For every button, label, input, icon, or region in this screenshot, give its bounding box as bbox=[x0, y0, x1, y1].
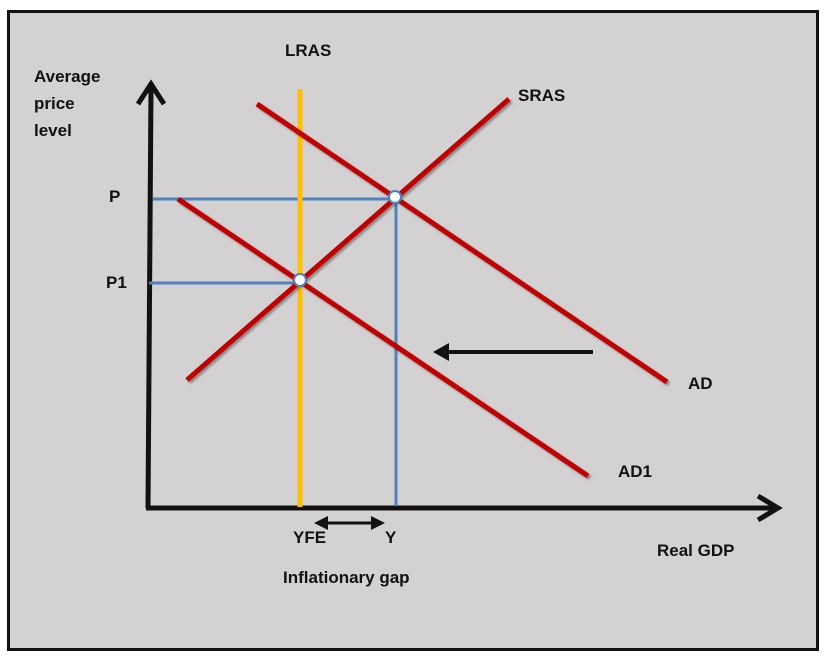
shift-arrowhead bbox=[433, 343, 449, 361]
x-axis-label: Real GDP bbox=[657, 541, 734, 560]
diagram-frame bbox=[7, 10, 819, 651]
yfe-label: YFE bbox=[293, 528, 326, 547]
sras-curve bbox=[185, 97, 511, 382]
gap-arrowhead-right bbox=[371, 516, 385, 530]
equilibrium-point-p1 bbox=[293, 273, 307, 287]
y-axis-label-line-1: Average bbox=[34, 67, 100, 86]
y-axis bbox=[145, 87, 154, 509]
lras-label: LRAS bbox=[285, 41, 331, 60]
y-axis-label-line-2: price bbox=[34, 94, 75, 113]
price-p-label: P bbox=[109, 187, 120, 206]
gap-arrowhead-left bbox=[314, 516, 328, 530]
y-label: Y bbox=[385, 528, 397, 547]
equilibrium-point-p bbox=[388, 190, 402, 204]
sras-label: SRAS bbox=[518, 86, 565, 105]
price-p1-label: P1 bbox=[106, 273, 127, 292]
ad1-label: AD1 bbox=[618, 462, 652, 481]
ad-curve bbox=[255, 101, 669, 385]
y-axis-arrowhead bbox=[135, 79, 167, 106]
ad1-curve bbox=[176, 196, 590, 479]
ad-label: AD bbox=[688, 374, 713, 393]
y-axis-label-line-3: level bbox=[34, 121, 72, 140]
inflationary-gap-label: Inflationary gap bbox=[283, 568, 410, 587]
x-axis-arrowhead bbox=[756, 493, 783, 523]
